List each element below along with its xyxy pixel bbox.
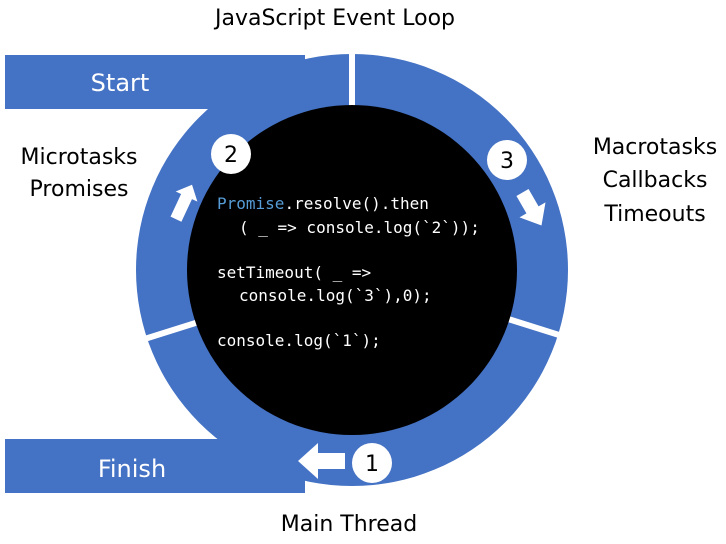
- step-badge-1-label: 1: [365, 452, 379, 477]
- diagram-title: JavaScript Event Loop: [213, 6, 455, 31]
- code-line-5: console.log(`1`);: [217, 331, 381, 350]
- callbacks-label: Callbacks: [603, 168, 708, 193]
- code-block: Promise.resolve().then ( _ => console.lo…: [217, 194, 480, 350]
- code-line-1: Promise.resolve().then: [217, 194, 429, 213]
- microtasks-label: Microtasks: [21, 145, 138, 170]
- arrow-left-icon: [298, 443, 345, 479]
- step-badge-2-label: 2: [224, 143, 238, 168]
- main-thread-label: Main Thread: [281, 512, 417, 537]
- code-panel: [187, 105, 517, 435]
- start-label: Start: [91, 69, 150, 97]
- step-badge-1: [352, 443, 392, 483]
- step-badge-3: [487, 140, 527, 180]
- macrotasks-label: Macrotasks: [593, 135, 717, 160]
- timeouts-label: Timeouts: [603, 202, 705, 227]
- code-line-3: setTimeout( _ =>: [217, 263, 371, 282]
- step-badge-2: [211, 134, 251, 174]
- finish-label: Finish: [98, 455, 166, 483]
- promises-label: Promises: [30, 177, 129, 202]
- code-line-2: ( _ => console.log(`2`));: [239, 218, 480, 237]
- arrow-down-icon: [516, 189, 546, 226]
- ring-gap-right: [504, 315, 576, 343]
- code-line-4: console.log(`3`),0);: [239, 286, 432, 305]
- arrow-up-icon: [170, 184, 198, 222]
- ring-gap-left: [134, 317, 206, 345]
- step-badge-3-label: 3: [500, 149, 514, 174]
